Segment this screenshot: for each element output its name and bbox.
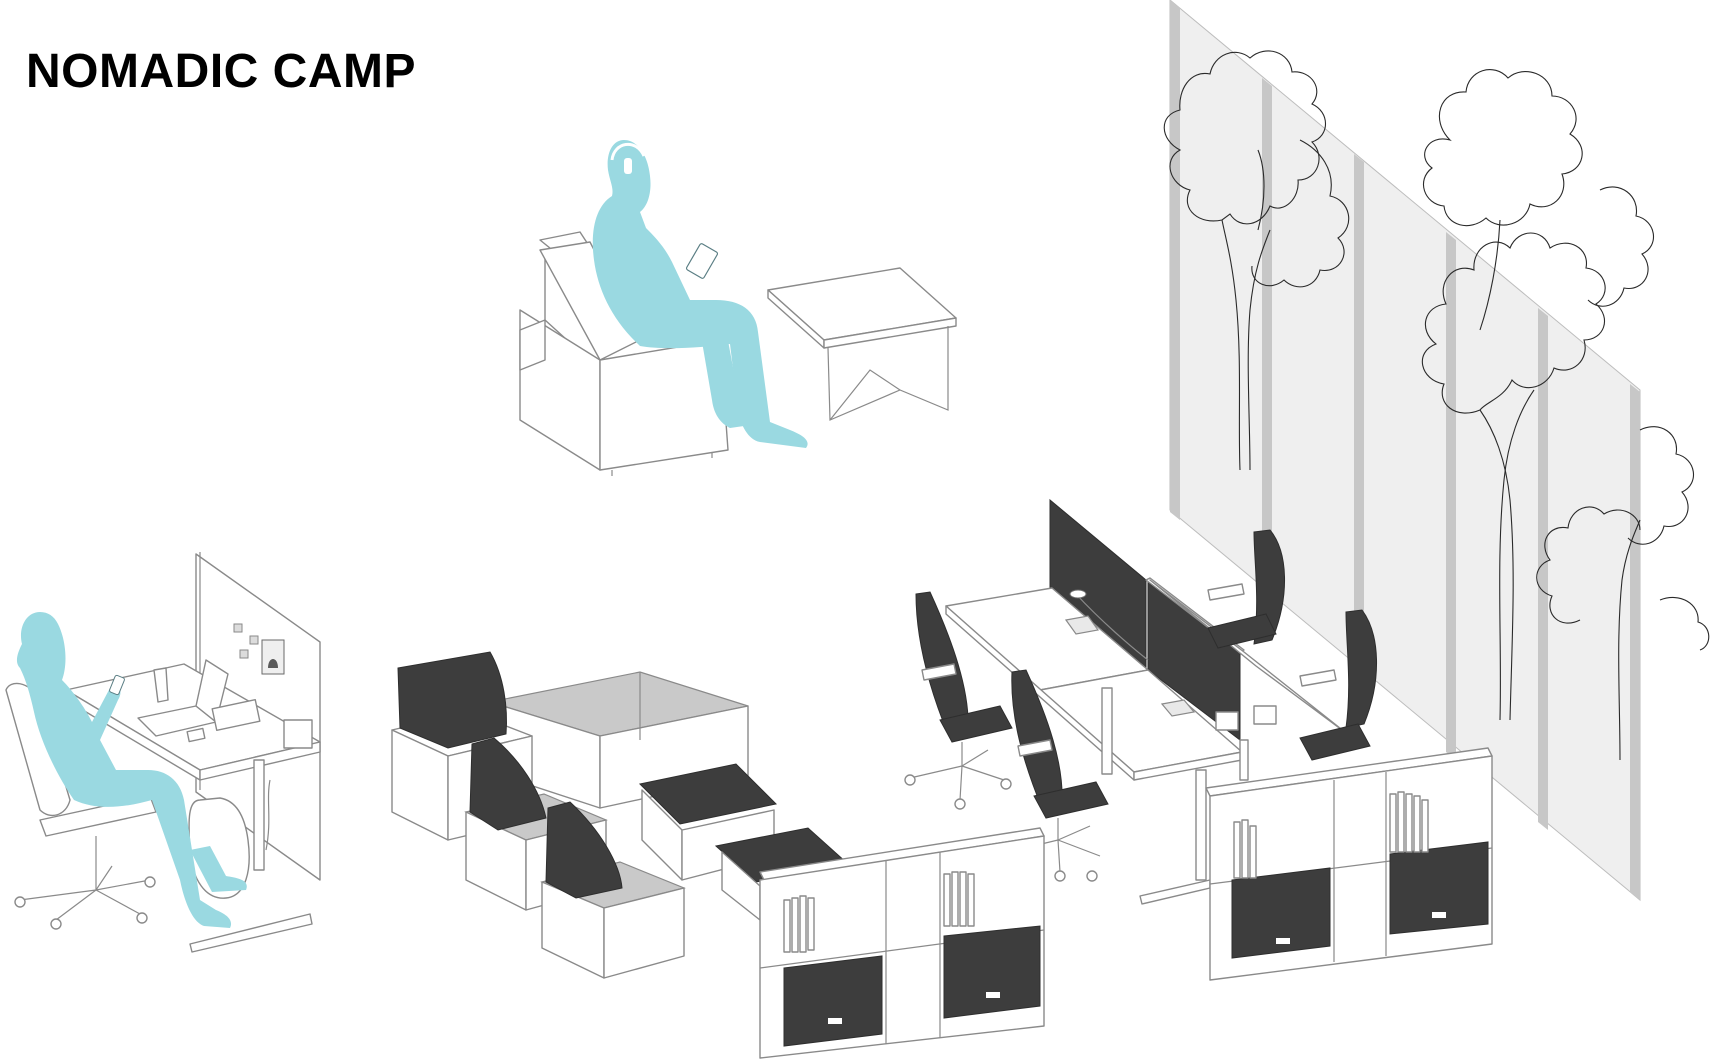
partition-post <box>1446 232 1456 760</box>
tablet-icon <box>686 243 718 279</box>
sit-stand-desk-group <box>6 552 320 952</box>
storage-unit-right <box>1206 748 1492 980</box>
partition-post <box>1538 308 1548 830</box>
partition-post <box>1354 154 1364 680</box>
side-table <box>768 268 956 420</box>
partition-post <box>1630 384 1640 900</box>
partition-post <box>1170 0 1180 520</box>
lounge-chair-group <box>520 140 956 476</box>
partition-post <box>1262 78 1272 600</box>
headphones-icon <box>624 158 632 174</box>
